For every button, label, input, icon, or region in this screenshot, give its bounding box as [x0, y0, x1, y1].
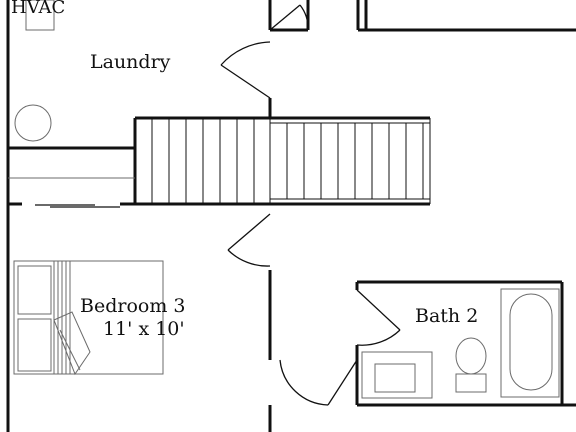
bathtub-basin: [509, 293, 553, 391]
toilet-tank: [455, 373, 487, 393]
bedroom-3-dimensions: 11' x 10': [103, 318, 185, 340]
door-leaf-closet: [269, 4, 301, 31]
bed-sheet-fold-line: [59, 329, 81, 371]
door-leaf-laundry: [220, 64, 271, 99]
door-swing-laundry: [220, 41, 271, 66]
bathtub: [500, 288, 560, 398]
pillow: [17, 265, 52, 315]
vanity: [361, 351, 433, 399]
laundry-label: Laundry: [90, 51, 171, 73]
sink: [374, 363, 416, 393]
bath-2-label: Bath 2: [415, 305, 479, 327]
hvac-label: HVAC: [11, 0, 66, 18]
bed: [13, 260, 164, 375]
door-swing-bedroom: [227, 249, 271, 267]
door-leaf-bath: [356, 289, 401, 331]
water-heater: [14, 104, 52, 142]
door-leaf-lower: [327, 359, 358, 406]
bedroom-3-label: Bedroom 3: [80, 295, 186, 317]
pillow: [17, 318, 52, 372]
hvac-unit: [25, 0, 55, 31]
door-swing-lower: [279, 359, 329, 406]
bed-sheet-fold: [53, 311, 91, 376]
toilet-bowl: [455, 337, 487, 375]
door-swing-closet: [299, 4, 309, 31]
door-swing-bath: [356, 329, 401, 346]
door-leaf-bedroom: [227, 213, 271, 251]
